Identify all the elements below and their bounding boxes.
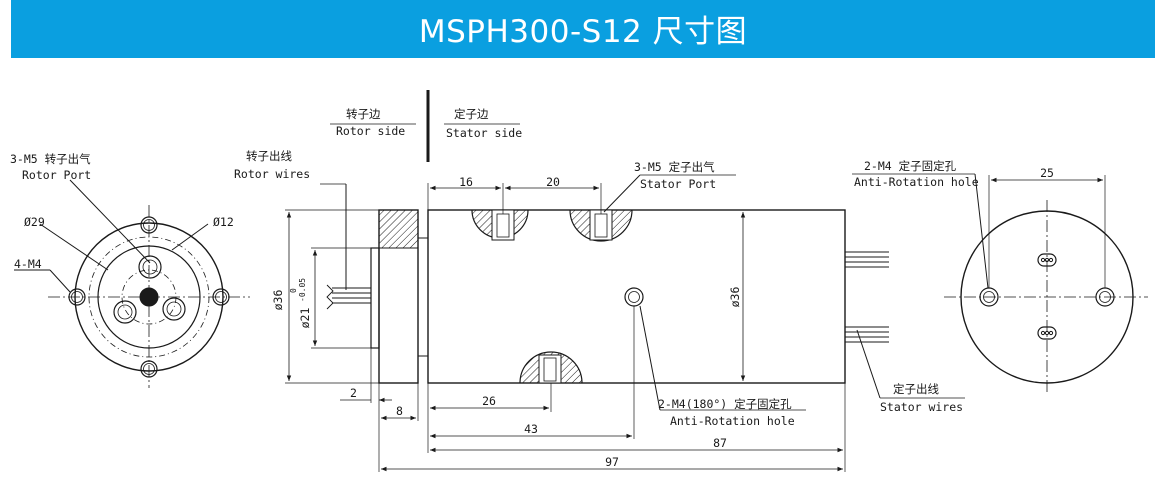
anti-rot-right-en: Anti-Rotation hole — [854, 175, 979, 189]
dim-d36-left: ø36 — [271, 290, 285, 311]
left-end-view — [14, 179, 250, 388]
dim-8: 8 — [396, 404, 403, 418]
dim-d21: ø21 — [298, 308, 312, 329]
stator-side-en: Stator side — [446, 126, 522, 140]
anti-rot-bottom-en: Anti-Rotation hole — [670, 414, 795, 428]
anti-rot-right-cn: 2-M4 定子固定孔 — [864, 159, 957, 173]
dim-4m4: 4-M4 — [14, 257, 42, 271]
title-banner: MSPH300-S12 尺寸图 — [11, 0, 1155, 58]
right-end-view — [852, 173, 1148, 392]
dim-26: 26 — [482, 394, 496, 408]
dim-d12: Ø12 — [213, 215, 234, 229]
rotor-side-en: Rotor side — [336, 124, 405, 138]
rotor-side-cn: 转子边 — [346, 107, 381, 121]
dim-20: 20 — [546, 175, 560, 189]
dim-d36-right: ø36 — [728, 287, 742, 308]
dim-d21-tol-lower: -0.05 — [298, 278, 307, 302]
stator-wires-cn: 定子出线 — [893, 382, 939, 396]
dim-d21-tol-upper: 0 — [289, 288, 298, 293]
rotor-port-en: Rotor Port — [22, 168, 91, 182]
side-view — [285, 90, 965, 472]
dim-d29: Ø29 — [24, 215, 45, 229]
stator-port-cn: 3-M5 定子出气 — [634, 160, 715, 174]
dim-43: 43 — [524, 422, 538, 436]
banner-title: MSPH300-S12 尺寸图 — [418, 14, 748, 50]
rotor-wires-en: Rotor wires — [234, 167, 310, 181]
dim-16: 16 — [459, 175, 473, 189]
dim-97: 97 — [605, 455, 619, 469]
drawing-labels: 转子边 Rotor side 定子边 Stator side 3-M5 转子出气… — [10, 107, 1054, 469]
dim-25: 25 — [1040, 166, 1054, 180]
dim-2: 2 — [350, 386, 357, 400]
stator-side-cn: 定子边 — [454, 107, 489, 121]
anti-rot-bottom-cn: 2-M4(180°) 定子固定孔 — [658, 397, 792, 411]
stator-wires-en: Stator wires — [880, 400, 963, 414]
stator-port-en: Stator Port — [640, 177, 716, 191]
rotor-wires-cn: 转子出线 — [246, 149, 292, 163]
rotor-port-cn: 3-M5 转子出气 — [10, 152, 91, 166]
dim-87: 87 — [713, 436, 727, 450]
